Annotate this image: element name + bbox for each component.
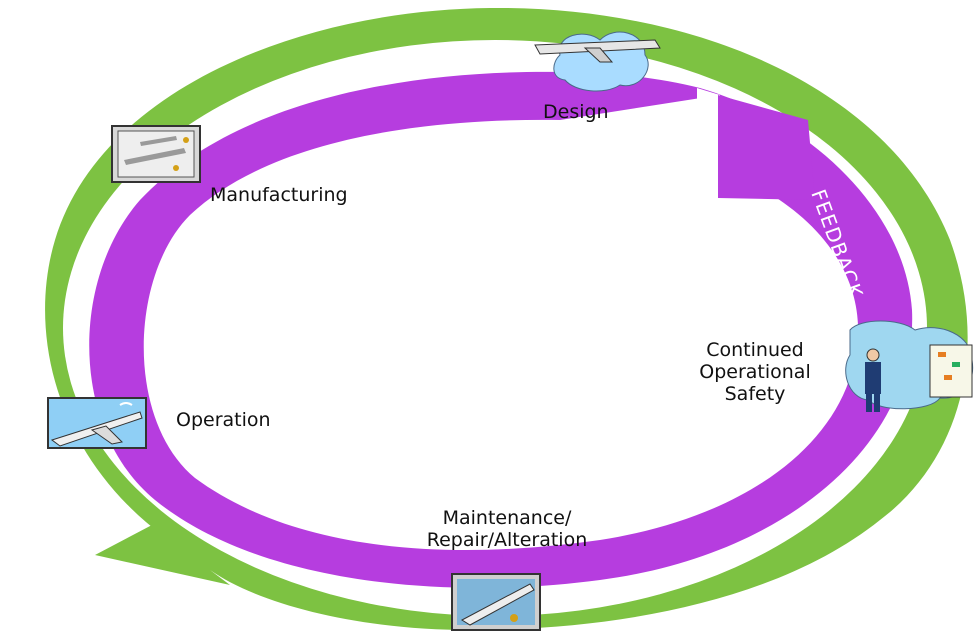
- stage-label-continued-safety: Continued Operational Safety: [699, 339, 811, 405]
- presenter-with-chart-icon: [845, 320, 974, 412]
- stage-label-manufacturing: Manufacturing: [210, 184, 348, 206]
- aircraft-maintenance-icon: [451, 573, 541, 631]
- airplane-takeoff-icon: [47, 397, 147, 449]
- airplane-in-cloud-icon: [534, 31, 661, 92]
- stage-label-design: Design: [543, 101, 609, 123]
- stage-label-maintenance: Maintenance/ Repair/Alteration: [426, 507, 588, 551]
- aircraft-assembly-icon: [111, 125, 201, 183]
- stage-label-operation: Operation: [176, 409, 271, 431]
- process-arrowhead: [718, 95, 815, 200]
